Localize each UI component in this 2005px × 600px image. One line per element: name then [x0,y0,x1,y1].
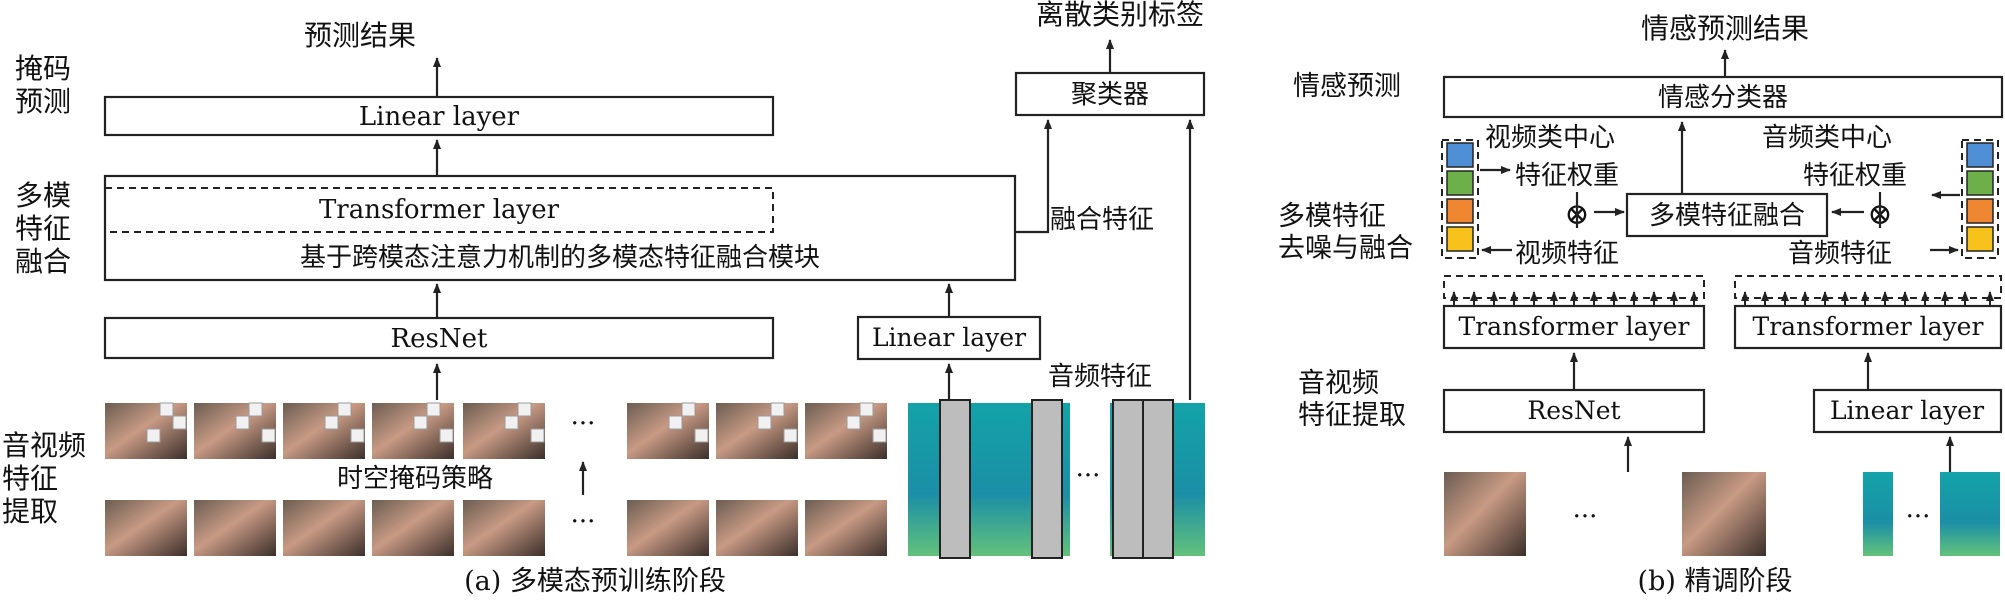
video-frame [463,500,545,556]
video-frame [105,500,187,556]
audio-class-centers [1961,139,1999,259]
video-frame [627,500,709,556]
fusion-label-b: 多模特征融合 [1649,201,1805,231]
linear-layer-audio-label: Linear layer [872,323,1026,352]
mask-bar [1112,399,1144,559]
ellipsis-frames: ··· [571,507,596,537]
original-frames-row [105,500,887,556]
resnet-label-a: ResNet [391,324,488,354]
cluster-green-swatch [1966,170,1994,196]
cluster-blue-swatch [1446,142,1474,168]
audio-spectrogram-a [908,399,1205,559]
linear-layer-label-b: Linear layer [1830,396,1984,425]
feature-weight-right: 特征权重 [1803,161,1907,191]
transformer-layer-label: Transformer layer [319,195,560,225]
resnet-box-b [1442,388,1706,434]
video-frame [283,500,365,556]
visual-center-label: 视频类中心 [1485,123,1615,153]
visual-feature-label: 视频特征 [1515,239,1619,269]
ellipsis-audio: ··· [1076,461,1101,491]
clusterer-label: 聚类器 [1071,80,1149,110]
linear-layer-top-label: Linear layer [359,102,520,132]
audio-spectrogram-b [1863,472,1893,556]
fusion-module-label: 基于跨模态注意力机制的多模态特征融合模块 [300,243,820,273]
discrete-labels: 离散类别标签 [1036,0,1204,31]
fusion-module-box [103,174,1017,282]
side-label-fusion: 多模特征融合 [15,179,71,278]
video-frame [1682,472,1766,556]
masked-frames-row [105,402,887,459]
panel-a: 掩码预测 多模特征融合 音视频特征提取 预测结果 Linear layer Tr… [2,0,1206,597]
transformer-label-left: Transformer layer [1459,312,1690,341]
mask-bar [1031,399,1063,559]
output-label-a: 预测结果 [304,19,416,52]
output-label-b: 情感预测结果 [1641,12,1809,45]
mask-strategy-label: 时空掩码策略 [337,464,493,494]
emotion-classifier-label: 情感分类器 [1658,83,1788,113]
fused-features-label: 融合特征 [1050,205,1154,235]
video-frame [805,500,887,556]
transformer-box-right [1733,304,2003,350]
linear-layer-box-b [1812,388,2003,434]
visual-class-centers [1441,139,1479,259]
ellipsis-audio-b: ··· [1906,502,1931,532]
ellipsis-masked: ··· [571,409,596,439]
caption-a: (a) 多模态预训练阶段 [464,566,726,597]
fusion-box-b [1625,192,1829,238]
resnet-box-a [103,316,775,360]
emotion-classifier-box [1442,75,2004,119]
ellipsis-video-b: ··· [1573,502,1598,532]
audio-token-strip [1734,275,2002,299]
video-frame [716,500,798,556]
cluster-orange-swatch [1446,198,1474,224]
masked-frame [105,403,187,459]
audio-spectrogram-b [1940,472,2000,556]
feature-weight-left: 特征权重 [1515,161,1619,191]
side-label-extraction-b: 音视频特征提取 [1298,368,1406,431]
cluster-blue-swatch [1966,142,1994,168]
video-frame [194,500,276,556]
side-label-emotion-prediction: 情感预测 [1293,71,1401,102]
audio-center-label: 音频类中心 [1762,123,1892,153]
side-label-masked-prediction: 掩码预测 [15,52,71,118]
mask-bar [939,399,971,559]
audio-features-label-a: 音频特征 [1048,362,1152,392]
cluster-orange-swatch [1966,198,1994,224]
cluster-green-swatch [1446,170,1474,196]
transformer-label-right: Transformer layer [1753,312,1984,341]
token-arrows [1450,291,1994,306]
transformer-layer-dashed-box [104,187,774,233]
caption-b: (b) 精调阶段 [1638,566,1793,597]
cluster-yellow-swatch [1966,226,1994,252]
side-label-denoise: 多模特征去噪与融合 [1278,201,1413,264]
audio-feature-label: 音频特征 [1788,239,1892,269]
panel-b: 情感预测结果 情感预测 多模特征去噪与融合 音视频特征提取 情感分类器 视频类中… [1278,12,2004,597]
cluster-yellow-swatch [1446,226,1474,252]
resnet-label-b: ResNet [1527,396,1620,425]
video-frame [1444,472,1526,556]
linear-layer-top-box [103,95,775,137]
transformer-box-left [1442,304,1706,350]
linear-layer-audio-box [856,315,1042,361]
side-label-extraction: 音视频特征提取 [2,429,86,528]
mask-bar [1142,399,1174,559]
video-frame [372,500,454,556]
